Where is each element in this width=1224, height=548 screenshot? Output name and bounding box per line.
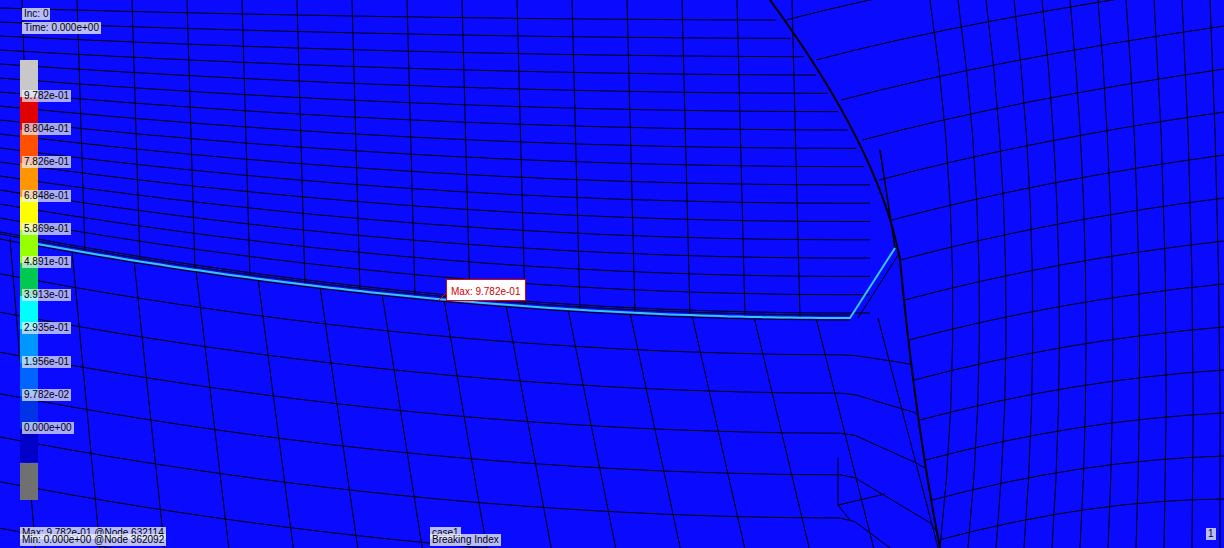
max-callout: Max: 9.782e-01 <box>446 279 526 301</box>
legend-value: 2.935e-01 <box>22 322 71 334</box>
legend-value: 6.848e-01 <box>22 190 71 202</box>
legend-value: 9.782e-01 <box>22 90 71 102</box>
plot-label: Time: 0.000e+00 <box>22 22 101 34</box>
axis-triad <box>838 458 885 520</box>
legend-value: 3.913e-01 <box>22 289 71 301</box>
callout-text: Max: 9.782e-01 <box>451 286 521 297</box>
legend-value: 7.826e-01 <box>22 156 71 168</box>
legend-underflow-band <box>20 463 38 500</box>
legend-value: 9.782e-02 <box>22 389 71 401</box>
legend-entry: 0.000e+00 <box>20 429 38 462</box>
legend-value: 4.891e-01 <box>22 256 71 268</box>
plot-label: 1 <box>1206 528 1216 540</box>
callout-leader <box>438 293 446 301</box>
plot-label: Min: 0.000e+00 @Node 362092 <box>20 534 166 546</box>
plot-label: Inc: 0 <box>22 8 50 20</box>
plot-label: Breaking Index <box>430 534 501 546</box>
legend-value: 8.804e-01 <box>22 123 71 135</box>
legend-value: 0.000e+00 <box>22 422 74 434</box>
legend-value: 1.956e-01 <box>22 356 71 368</box>
legend-value: 5.869e-01 <box>22 223 71 235</box>
crack-contour <box>20 241 895 318</box>
